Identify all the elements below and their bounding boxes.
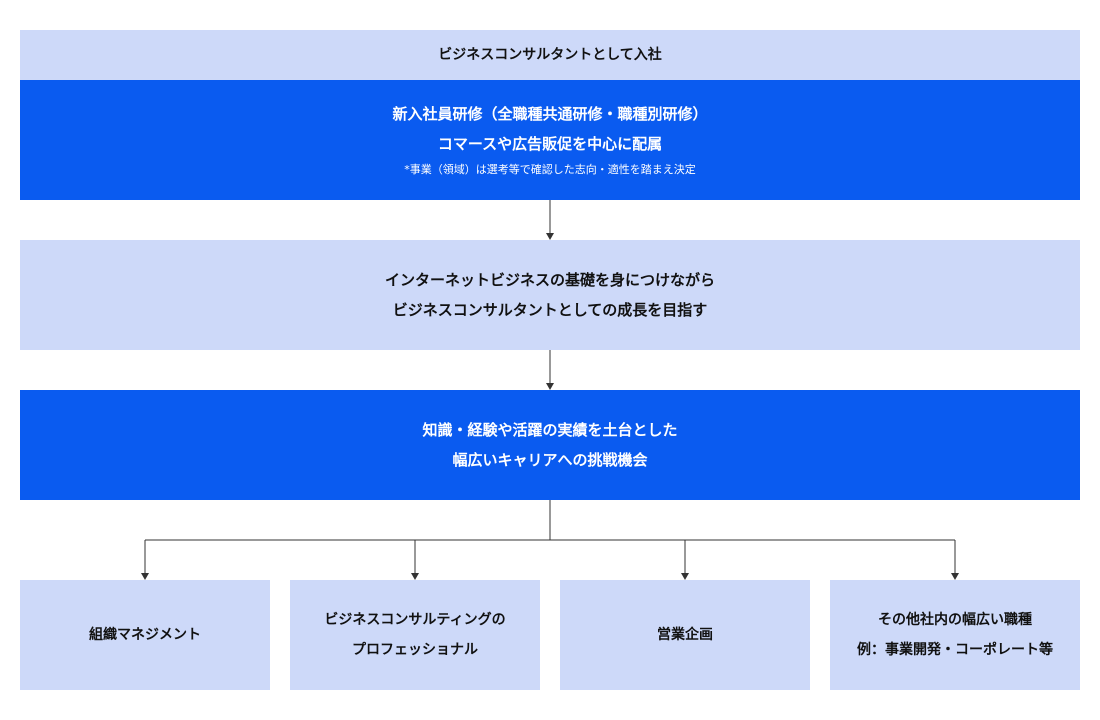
- arrowhead-icon: [681, 573, 689, 580]
- career-box: 知識・経験や活躍の実績を土台とした 幅広いキャリアへの挑戦機会: [20, 390, 1080, 500]
- join-text: ビジネスコンサルタントとして入社: [438, 47, 662, 63]
- arrowhead-icon: [951, 573, 959, 580]
- option-sales-planning-box: 営業企画: [560, 580, 810, 690]
- growth-line-1: インターネットビジネスの基礎を身につけながら: [384, 271, 715, 289]
- training-line-1: 新入社員研修（全職種共通研修・職種別研修）: [392, 105, 708, 123]
- training-line-2: コマースや広告販促を中心に配属: [437, 135, 663, 153]
- arrowhead-icon: [546, 233, 554, 240]
- option-consulting-box: ビジネスコンサルティングの プロフェッショナル: [290, 580, 540, 690]
- career-line-1: 知識・経験や活躍の実績を土台とした: [422, 421, 678, 439]
- career-line-2: 幅広いキャリアへの挑戦機会: [452, 451, 648, 469]
- option-consulting-line-1: ビジネスコンサルティングの: [324, 612, 506, 628]
- option-other-line-2: 例：事業開発・コーポレート等: [857, 642, 1053, 658]
- option-management-box: 組織マネジメント: [20, 580, 270, 690]
- option-other-box: その他社内の幅広い職種 例：事業開発・コーポレート等: [830, 580, 1080, 690]
- join-box: ビジネスコンサルタントとして入社: [20, 30, 1080, 80]
- option-management-label: 組織マネジメント: [89, 627, 201, 643]
- arrowhead-icon: [411, 573, 419, 580]
- arrowhead-icon: [141, 573, 149, 580]
- option-other-line-1: その他社内の幅広い職種: [878, 612, 1032, 628]
- growth-box: インターネットビジネスの基礎を身につけながら ビジネスコンサルタントとしての成長…: [20, 240, 1080, 350]
- arrowhead-icon: [546, 383, 554, 390]
- training-note: *事業（領域）は選考等で確認した志向・適性を踏まえ決定: [404, 163, 696, 176]
- growth-line-2: ビジネスコンサルタントとしての成長を目指す: [392, 301, 708, 319]
- option-consulting-line-2: プロフェッショナル: [352, 642, 478, 658]
- training-box: 新入社員研修（全職種共通研修・職種別研修） コマースや広告販促を中心に配属 *事…: [20, 80, 1080, 200]
- option-sales-planning-label: 営業企画: [657, 627, 713, 643]
